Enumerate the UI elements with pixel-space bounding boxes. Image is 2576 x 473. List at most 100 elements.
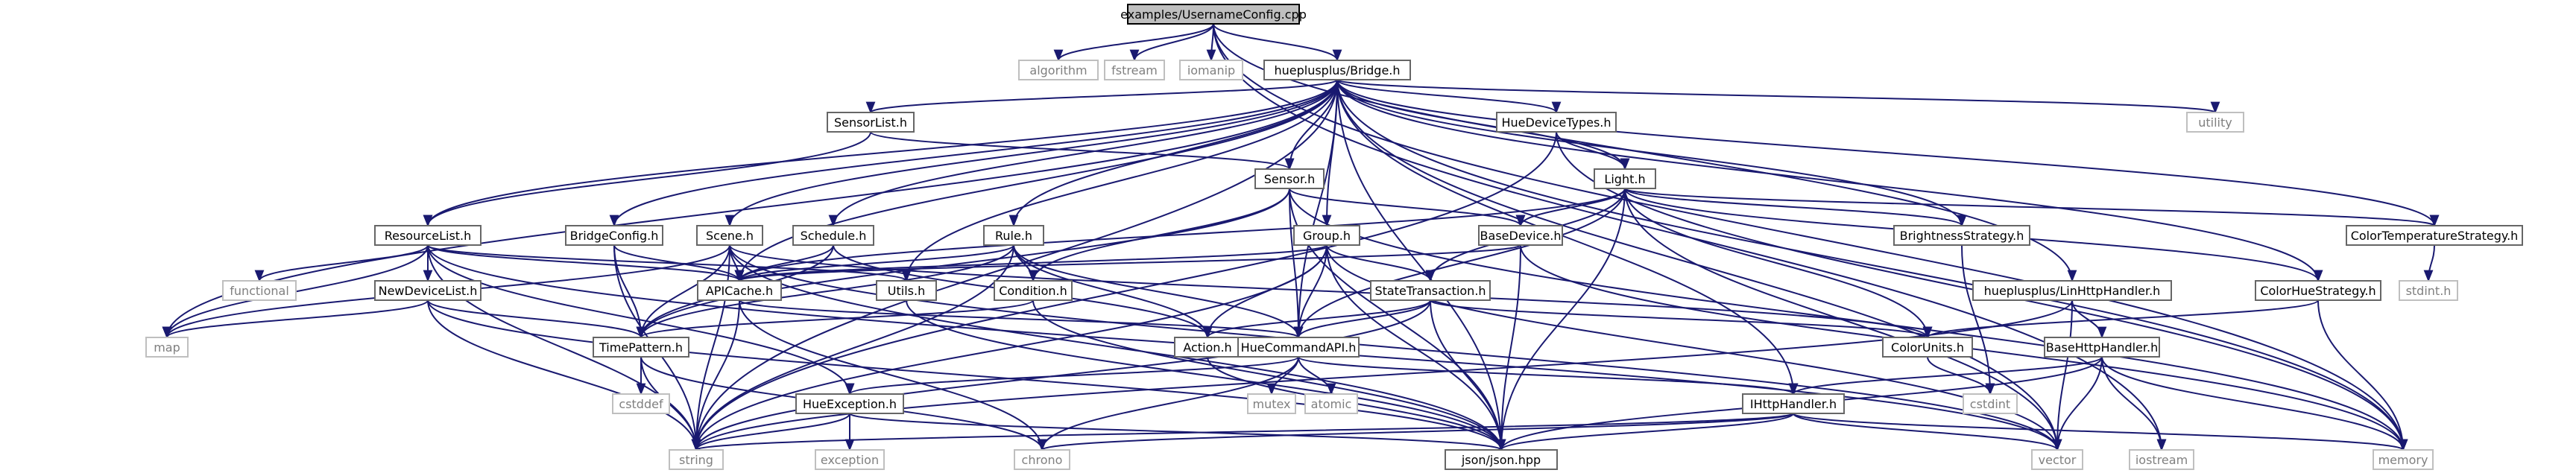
node-group[interactable]: Group.h [1293, 225, 1360, 246]
node-box-iomanip [1179, 60, 1243, 80]
node-utility: utility [2186, 112, 2244, 133]
node-sensor[interactable]: Sensor.h [1254, 168, 1325, 189]
node-box-newdevicelist [374, 280, 482, 301]
edge-hueexception-to-json [849, 413, 1506, 451]
node-scene[interactable]: Scene.h [696, 225, 763, 246]
edge-ihttp-to-json [1496, 413, 1794, 451]
edge-bridge-to-bridgeconfig [609, 79, 1338, 227]
node-box-map [145, 337, 189, 358]
node-basedevice[interactable]: BaseDevice.h [1478, 225, 1563, 246]
edge-scene-to-colorunits [729, 244, 1932, 339]
node-timepattern[interactable]: TimePattern.h [593, 337, 689, 358]
edge-hueexception-to-string [691, 413, 850, 451]
node-bridgeconfig[interactable]: BridgeConfig.h [565, 225, 663, 246]
node-label-colortemp: ColorTemperatureStrategy.h [2351, 229, 2519, 243]
edge-apicache-to-chrono [739, 299, 1047, 451]
edge-bridge-to-utils [901, 79, 1338, 282]
edge-newdevicelist-to-timepattern [427, 299, 646, 339]
node-label-schedule: Schedule.h [801, 229, 867, 243]
node-label-memory: memory [2378, 453, 2428, 467]
node-box-memory [2373, 449, 2434, 470]
node-label-group: Group.h [1303, 229, 1351, 243]
node-functional: functional [222, 280, 297, 301]
edge-colortemp-to-stdint [2423, 244, 2435, 282]
node-statetransaction[interactable]: StateTransaction.h [1370, 280, 1491, 301]
edge-light-to-brightness [1624, 188, 1967, 227]
node-light[interactable]: Light.h [1594, 168, 1656, 189]
node-newdevicelist[interactable]: NewDeviceList.h [374, 280, 482, 301]
node-box-sensor [1254, 168, 1325, 189]
edge-basedevice-to-apicache [735, 244, 1521, 282]
node-label-action: Action.h [1183, 340, 1231, 355]
edge-huecommandapi-to-hueexception [845, 356, 1299, 396]
edge-sensorlist-to-sensor [870, 131, 1295, 171]
node-box-linhttp [1972, 280, 2172, 301]
edge-sensor-to-basedevice [1289, 188, 1526, 227]
edge-rule-to-apicache [734, 244, 1014, 282]
edge-ihttp-to-chrono [1038, 413, 1794, 451]
node-linhttp[interactable]: hueplusplus/LinHttpHandler.h [1972, 280, 2172, 301]
node-box-ihttp [1742, 393, 1845, 414]
node-box-iostream [2129, 449, 2194, 470]
node-rule[interactable]: Rule.h [983, 225, 1044, 246]
edge-statetransaction-to-colorunits [1430, 299, 1932, 339]
edge-rule-to-timepattern [636, 244, 1014, 339]
node-brightness[interactable]: BrightnessStrategy.h [1893, 225, 2030, 246]
node-ihttp[interactable]: IHttpHandler.h [1742, 393, 1845, 414]
edge-basehttp-to-vector [2052, 356, 2103, 451]
edge-apicache-to-huecommandapi [739, 299, 1303, 339]
edge-scene-to-string [691, 244, 730, 451]
node-hueexception[interactable]: HueException.h [795, 393, 904, 414]
node-label-rule: Rule.h [995, 229, 1032, 243]
node-apicache[interactable]: APICache.h [697, 280, 782, 301]
node-label-statetransaction: StateTransaction.h [1374, 284, 1486, 298]
node-box-resourcelist [374, 225, 482, 246]
edge-ihttp-to-memory [1793, 413, 2408, 451]
node-box-rule [983, 225, 1044, 246]
edge-resourcelist-to-map [162, 244, 429, 339]
edge-root-to-fstream [1129, 23, 1214, 62]
node-box-chrono [1014, 449, 1070, 470]
node-bridge[interactable]: hueplusplus/Bridge.h [1263, 60, 1411, 80]
node-box-colortemp [2346, 225, 2523, 246]
node-huecommandapi[interactable]: HueCommandAPI.h [1237, 337, 1360, 358]
edge-huedevicetypes-to-string [691, 131, 1557, 451]
node-utils[interactable]: Utils.h [876, 280, 937, 301]
node-label-colorunits: ColorUnits.h [1891, 340, 1964, 355]
node-label-vector: vector [2039, 453, 2077, 467]
node-label-condition: Condition.h [999, 284, 1067, 298]
edge-newdevicelist-to-string [427, 299, 701, 451]
node-box-timepattern [593, 337, 689, 358]
edge-condition-to-json [1032, 299, 1506, 451]
node-box-mutex [1247, 393, 1296, 414]
node-label-bridgeconfig: BridgeConfig.h [570, 229, 659, 243]
node-condition[interactable]: Condition.h [994, 280, 1073, 301]
node-label-algorithm: algorithm [1029, 63, 1087, 77]
node-json[interactable]: json/json.hpp [1445, 449, 1558, 470]
node-algorithm: algorithm [1018, 60, 1099, 80]
edge-bridge-to-huecommandapi [1293, 79, 1338, 339]
node-root[interactable]: examples/UsernameConfig.cpp [1120, 4, 1307, 25]
edge-huecommandapi-to-chrono [1037, 356, 1299, 451]
node-resourcelist[interactable]: ResourceList.h [374, 225, 482, 246]
node-schedule[interactable]: Schedule.h [792, 225, 874, 246]
node-basehttp[interactable]: BaseHttpHandler.h [2044, 337, 2160, 358]
node-label-brightness: BrightnessStrategy.h [1900, 229, 2024, 243]
node-label-bridge: hueplusplus/Bridge.h [1274, 63, 1400, 77]
edge-bridge-to-colorhue [1336, 79, 2323, 282]
node-label-sensorlist: SensorList.h [834, 115, 907, 130]
node-huedevicetypes[interactable]: HueDeviceTypes.h [1496, 112, 1617, 133]
node-label-root: examples/UsernameConfig.cpp [1120, 7, 1307, 22]
node-label-utils: Utils.h [888, 284, 925, 298]
node-box-functional [222, 280, 297, 301]
node-label-hueexception: HueException.h [803, 397, 897, 411]
node-colortemp[interactable]: ColorTemperatureStrategy.h [2346, 225, 2523, 246]
node-chrono: chrono [1014, 449, 1070, 470]
edge-newdevicelist-to-map [162, 299, 429, 339]
node-colorunits[interactable]: ColorUnits.h [1882, 337, 1973, 358]
node-sensorlist[interactable]: SensorList.h [827, 112, 915, 133]
node-box-bridge [1263, 60, 1411, 80]
node-colorhue[interactable]: ColorHueStrategy.h [2255, 280, 2381, 301]
node-action[interactable]: Action.h [1174, 337, 1241, 358]
